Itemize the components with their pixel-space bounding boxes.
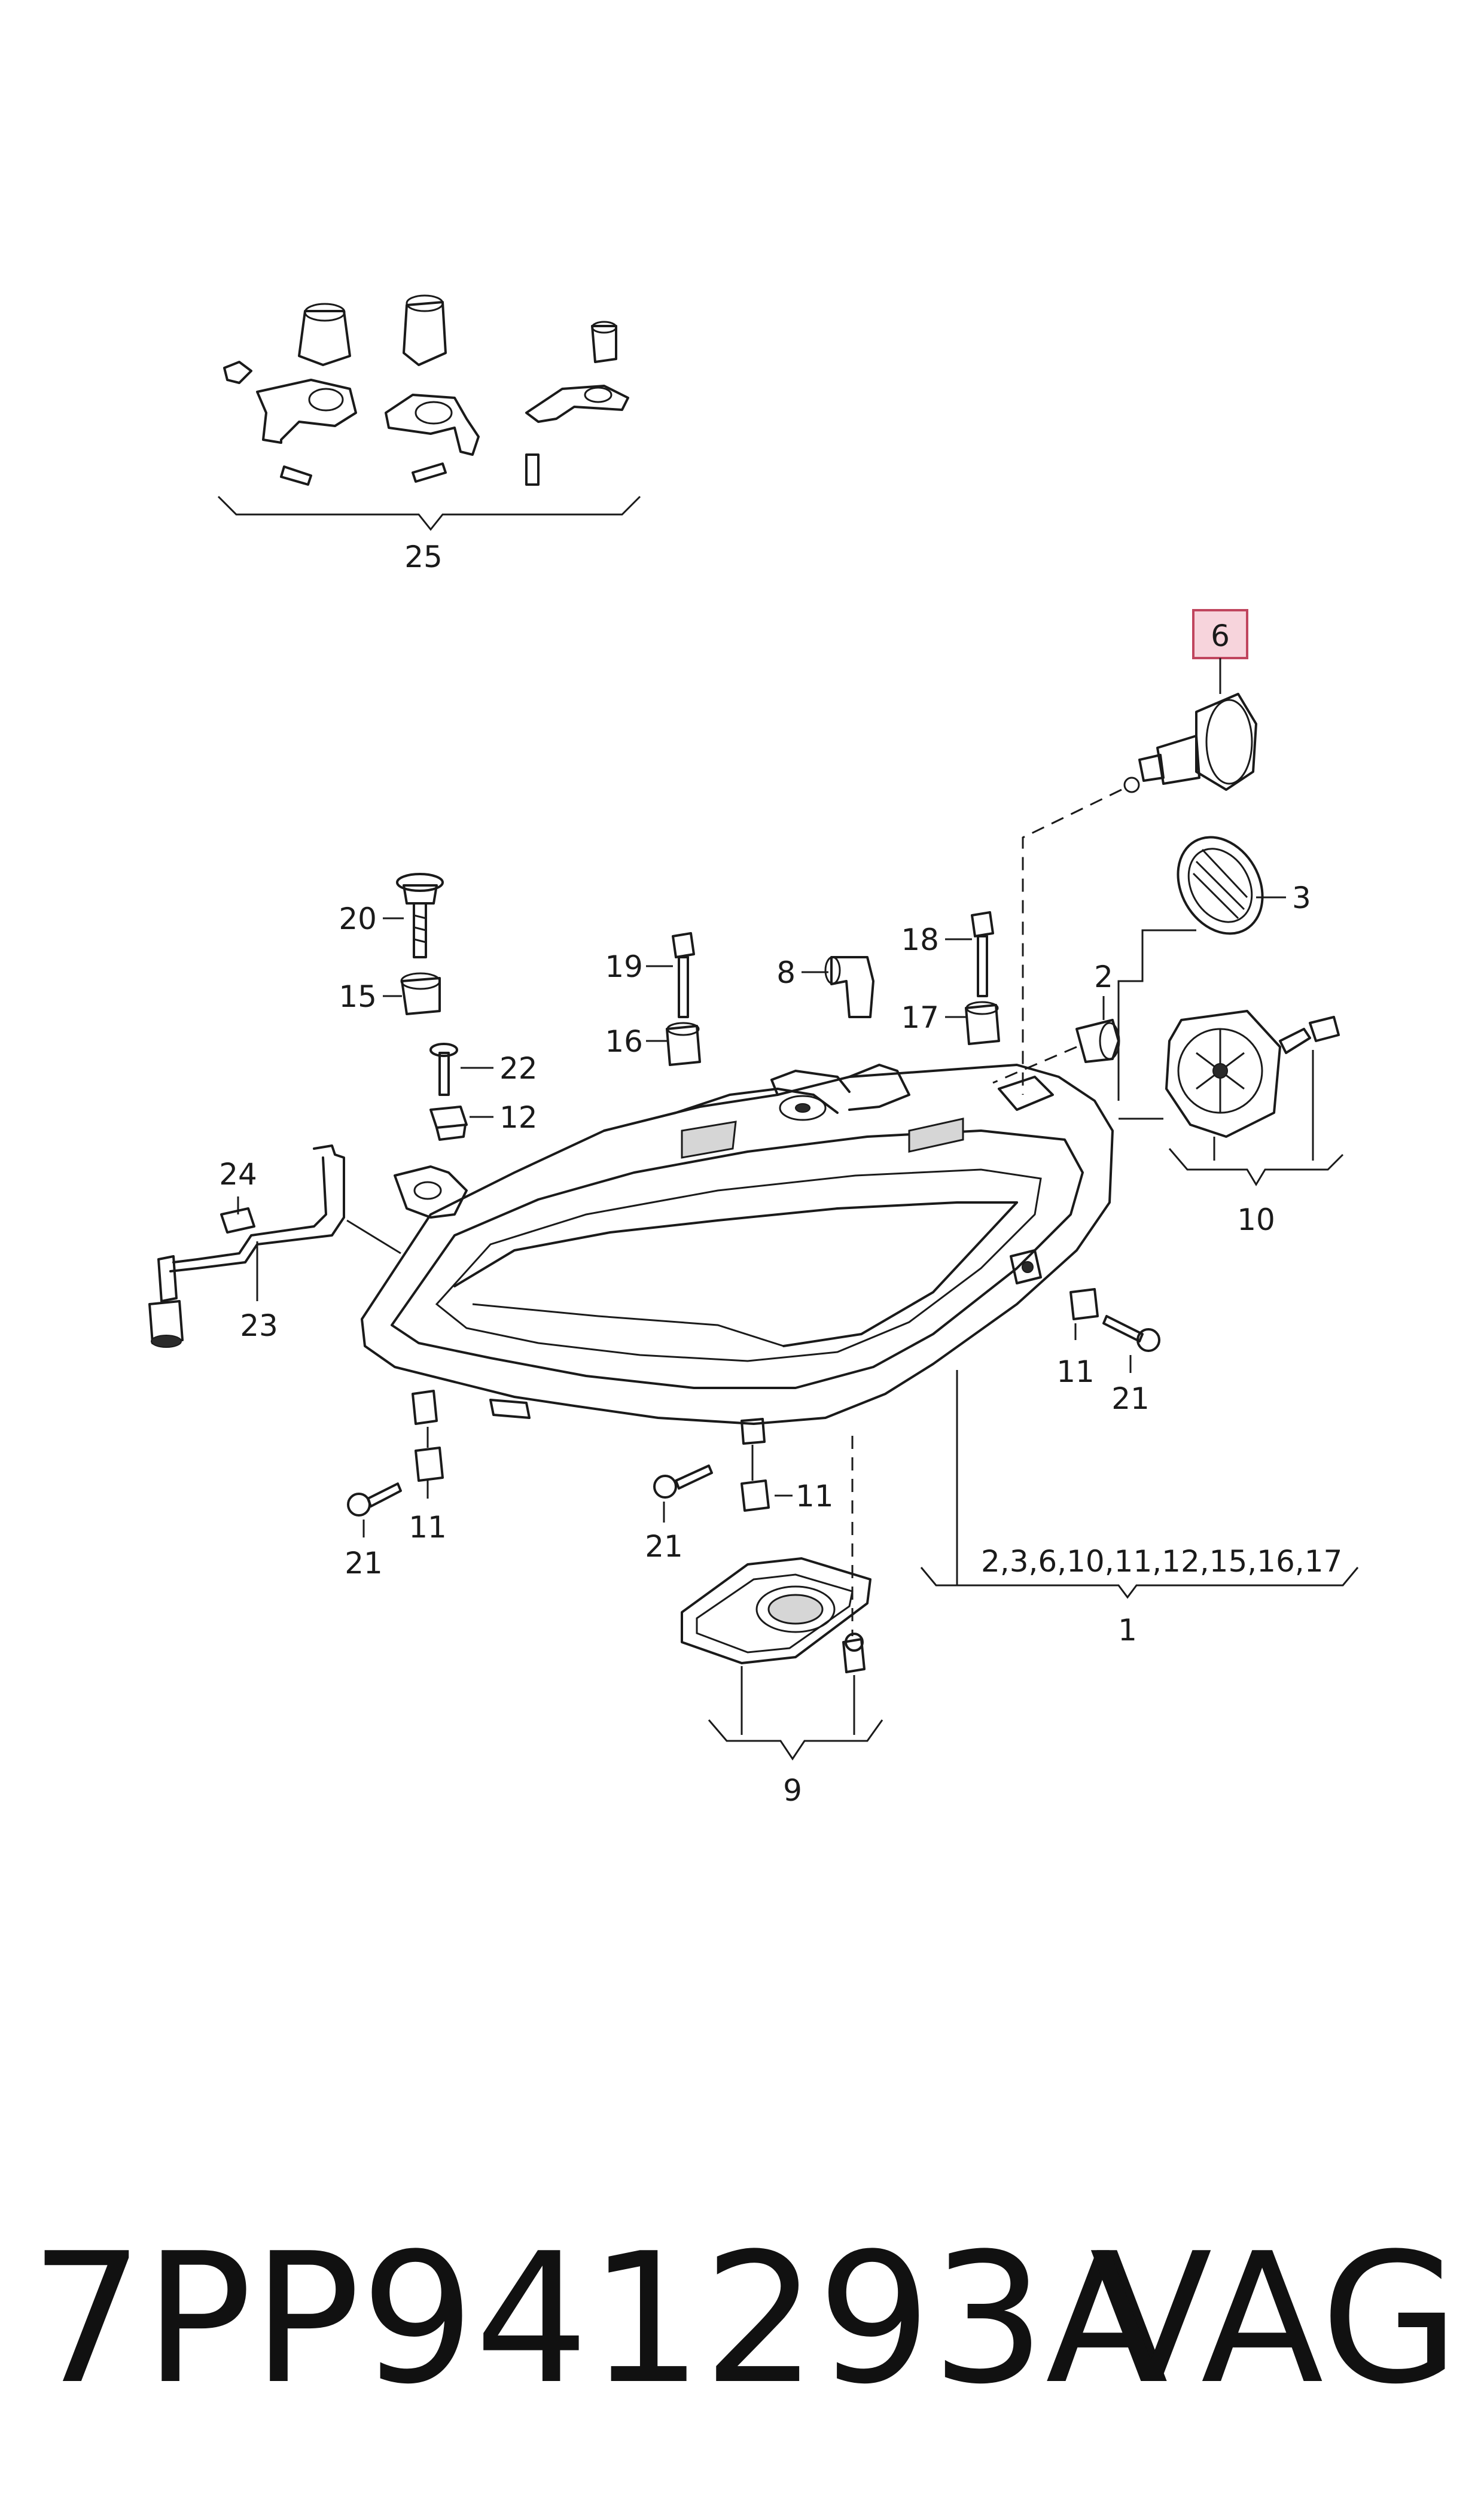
callout-16: 16 (605, 1024, 643, 1059)
assembly-list-label: 2,3,6,10,11,12,15,16,17 (981, 1544, 1342, 1579)
callout-23: 23 (240, 1308, 278, 1343)
control-module-group-9: 9 (681, 1436, 883, 1808)
clip-part-12: 12 (429, 1100, 538, 1141)
callout-6: 6 (1211, 619, 1230, 653)
callout-18: 18 (901, 922, 939, 957)
screw-part-21-middle: 21 (645, 1464, 713, 1564)
callout-2: 2 (1094, 960, 1113, 994)
callout-25: 25 (404, 540, 443, 574)
vent-tube-part-8: 8 (776, 955, 874, 1018)
screw-part-19: 19 (605, 932, 695, 1018)
screw-part-20: 20 (339, 873, 444, 958)
callout-11-left: 11 (409, 1510, 447, 1545)
callout-15: 15 (339, 979, 377, 1014)
callout-19: 19 (605, 949, 643, 984)
clip-part-11-middle: 11 (741, 1445, 834, 1514)
clip-part-24: 24 (219, 1157, 257, 1234)
callout-11-right: 11 (1056, 1354, 1095, 1389)
bulb-part-6: 6 (1022, 609, 1257, 1095)
footer: 7PP941293A VAG (30, 2215, 1459, 2423)
brand-name: VAG (1090, 2215, 1459, 2423)
callout-8: 8 (776, 955, 796, 990)
callout-21-left: 21 (345, 1546, 383, 1581)
highlight-box-6 (1192, 609, 1248, 659)
grommet-part-16: 16 (605, 1022, 701, 1066)
grommet-part-17: 17 (901, 1000, 1000, 1045)
wiring-harness-part-23: 23 (148, 1144, 401, 1348)
callout-10: 10 (1237, 1202, 1275, 1237)
callout-1: 1 (1118, 1613, 1137, 1648)
screw-part-22: 22 (429, 1043, 538, 1096)
callout-21-right: 21 (1111, 1381, 1150, 1416)
bulb-socket-part-2: 2 (992, 960, 1120, 1084)
screw-part-18: 18 (901, 911, 994, 997)
callout-20: 20 (339, 902, 377, 936)
grommet-part-15: 15 (339, 972, 441, 1015)
callout-11-middle: 11 (796, 1479, 834, 1514)
clip-part-11-left: 11 (409, 1427, 447, 1545)
callout-22: 22 (499, 1051, 538, 1086)
callout-24: 24 (219, 1157, 257, 1192)
callout-17: 17 (901, 1000, 939, 1035)
callout-9: 9 (783, 1773, 802, 1808)
callout-21-middle: 21 (645, 1529, 683, 1564)
fan-module-group-10: 10 (1165, 1010, 1344, 1237)
screw-part-21-left: 21 (345, 1482, 402, 1581)
callout-3: 3 (1292, 881, 1311, 915)
headlight-housing: 2,3,6,10,11,12,15,16,17 1 (361, 1064, 1359, 1648)
callout-12: 12 (499, 1100, 538, 1135)
screw-part-21-right: 21 (1102, 1315, 1160, 1416)
clip-part-11-right: 11 (1056, 1288, 1099, 1389)
bracket-set-group: 25 (217, 294, 641, 574)
cover-cap-part-3: 3 (1117, 836, 1311, 1101)
part-number: 7PP941293A (30, 2215, 1169, 2423)
